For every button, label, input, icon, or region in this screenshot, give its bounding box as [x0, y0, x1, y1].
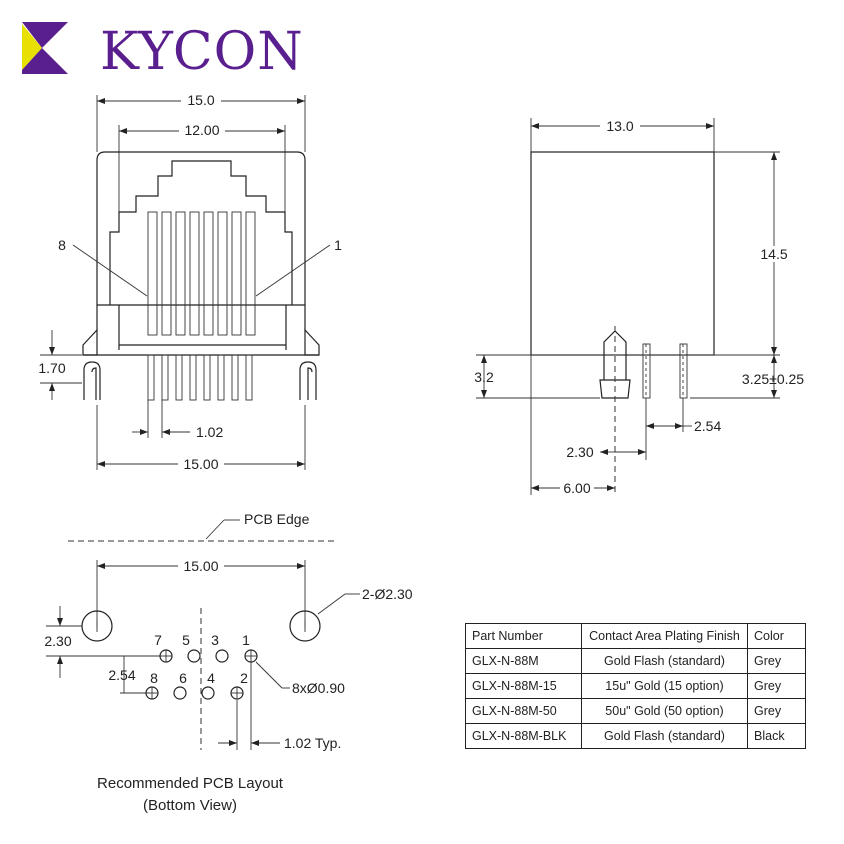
dim-pcb-row-spacing: 2.54	[108, 667, 135, 683]
logo-text: KYCON	[100, 22, 304, 82]
pcb-caption-line2: (Bottom View)	[143, 797, 237, 814]
table-row: GLX-N-88M-BLK Gold Flash (standard) Blac…	[465, 723, 806, 749]
table-cell: GLX-N-88M-50	[465, 698, 582, 724]
table-cell: GLX-N-88M-BLK	[465, 723, 582, 749]
pcb-pin-holes	[145, 649, 258, 700]
table-row: GLX-N-88M-15 15u" Gold (15 option) Grey	[465, 673, 806, 699]
table-row: GLX-N-88M Gold Flash (standard) Grey	[465, 648, 806, 674]
front-pins	[147, 354, 253, 401]
table-header: Color	[747, 623, 806, 649]
dim-side-post-offset: 2.30	[566, 444, 593, 460]
pcb-caption: Recommended PCB Layout (Bottom View)	[40, 773, 340, 817]
table-cell: Black	[747, 723, 806, 749]
dim-side-post-len: 3.2	[474, 369, 494, 385]
table-row: GLX-N-88M-50 50u" Gold (50 option) Grey	[465, 698, 806, 724]
dim-side-post-pos: 6.00	[563, 480, 590, 496]
table-cell: GLX-N-88M	[465, 648, 582, 674]
table-header: Contact Area Plating Finish	[581, 623, 748, 649]
table-cell: 15u" Gold (15 option)	[581, 673, 748, 699]
pcb-pin-5: 5	[182, 632, 190, 648]
pcb-pin-6: 6	[179, 670, 187, 686]
logo-mark-icon	[22, 22, 68, 74]
table-header: Part Number	[465, 623, 582, 649]
dim-pcb-pitch: 1.02 Typ.	[284, 735, 341, 751]
pcb-pin-3: 3	[211, 632, 219, 648]
pcb-pin-8: 8	[150, 670, 158, 686]
table-cell: Grey	[747, 648, 806, 674]
contact-strips	[147, 211, 256, 336]
part-number-table: Part Number Contact Area Plating Finish …	[465, 623, 806, 749]
dim-side-pin-spacing: 2.54	[694, 418, 721, 434]
dim-side-height: 14.5	[760, 246, 787, 262]
pcb-caption-line1: Recommended PCB Layout	[97, 775, 283, 792]
dim-side-pin-len: 3.25±0.25	[742, 371, 804, 387]
table-cell: Gold Flash (standard)	[581, 648, 748, 674]
table-cell: 50u" Gold (50 option)	[581, 698, 748, 724]
pcb-pin-4: 4	[207, 670, 215, 686]
dim-front-top-inner: 12.00	[184, 122, 219, 138]
pcb-layout: PCB Edge 15.00 2-Ø2.30 2.30 2.54	[44, 511, 412, 751]
dim-pcb-holes-span: 15.00	[183, 558, 218, 574]
dim-front-pitch: 1.02	[196, 424, 223, 440]
dim-front-top-overall: 15.0	[187, 92, 214, 108]
front-view: 15.0 12.00	[38, 92, 342, 472]
front-pin-label-8: 8	[58, 237, 66, 253]
dim-pcb-hole-offset: 2.30	[44, 633, 71, 649]
pcb-hole-callout: 2-Ø2.30	[362, 586, 413, 602]
pcb-pin-2: 2	[240, 670, 248, 686]
pcb-edge-label: PCB Edge	[244, 511, 310, 527]
front-pin-label-1: 1	[334, 237, 342, 253]
side-view: 13.0 14.5 3.2 3.25±0.25 2.54	[474, 118, 804, 496]
table-cell: Grey	[747, 698, 806, 724]
table-cell: GLX-N-88M-15	[465, 673, 582, 699]
table-header-row: Part Number Contact Area Plating Finish …	[465, 623, 806, 649]
dim-front-post: 1.70	[38, 360, 65, 376]
table-cell: Gold Flash (standard)	[581, 723, 748, 749]
kycon-logo: KYCON	[22, 18, 312, 78]
dim-side-width: 13.0	[606, 118, 633, 134]
pcb-pin-7: 7	[154, 632, 162, 648]
pcb-pin-callout: 8xØ0.90	[292, 680, 345, 696]
dim-front-bottom-overall: 15.00	[183, 456, 218, 472]
table-cell: Grey	[747, 673, 806, 699]
mounting-hole-right	[289, 610, 321, 642]
pcb-pin-1: 1	[242, 632, 250, 648]
